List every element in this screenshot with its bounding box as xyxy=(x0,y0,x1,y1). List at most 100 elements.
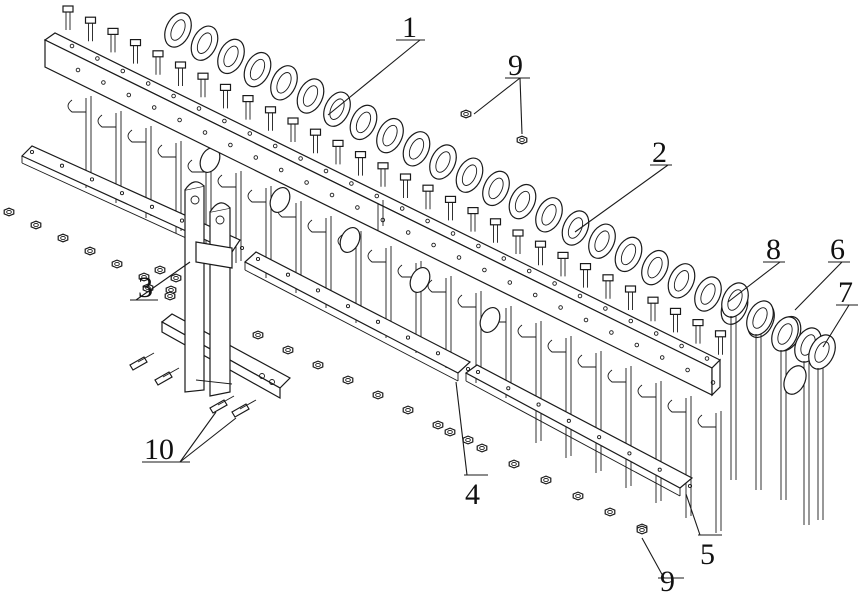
hole xyxy=(659,355,665,360)
hex-nut xyxy=(444,427,456,437)
nut-hole xyxy=(639,527,645,533)
hex-nut xyxy=(342,375,354,385)
part-labels: 1 2 3 4 5 6 7 8 9 9 10 xyxy=(138,11,853,594)
hole xyxy=(687,483,693,489)
hole xyxy=(247,131,253,136)
hole xyxy=(507,280,513,285)
label-5: 5 xyxy=(700,538,715,571)
label-6: 6 xyxy=(830,233,845,266)
coil-inner xyxy=(567,217,584,239)
nut-hole xyxy=(447,429,453,435)
hole xyxy=(380,217,386,223)
hex-nut xyxy=(460,109,472,119)
hole xyxy=(431,242,436,248)
hole xyxy=(450,231,456,236)
hole xyxy=(298,156,303,161)
coil-inner xyxy=(673,270,690,292)
tine-hook xyxy=(367,249,386,263)
hex-nut xyxy=(402,405,414,415)
hex-nut xyxy=(282,345,294,355)
hole xyxy=(304,180,309,185)
hex-nut xyxy=(508,459,520,469)
hole xyxy=(704,356,710,361)
tine-hook xyxy=(637,384,656,398)
hole xyxy=(435,351,441,356)
nut-hole xyxy=(285,347,291,353)
hole xyxy=(177,117,182,123)
hole xyxy=(69,43,75,49)
tine-hook xyxy=(517,324,536,338)
nut-hole xyxy=(543,477,549,483)
hole xyxy=(345,304,351,309)
hex-nut xyxy=(57,233,69,243)
tine-coils-back-row xyxy=(164,12,836,525)
bolt-head xyxy=(557,251,569,259)
hole xyxy=(628,318,634,324)
hole xyxy=(228,142,233,148)
coil-inner xyxy=(647,256,663,279)
coil-loop xyxy=(783,365,807,395)
hex-nut xyxy=(432,420,444,430)
hole xyxy=(278,167,284,173)
hole xyxy=(577,293,583,299)
hole xyxy=(179,218,185,223)
hitch-bolt-shank xyxy=(217,395,235,406)
hole xyxy=(685,367,690,373)
hole xyxy=(475,369,481,375)
nut-hole xyxy=(157,267,163,273)
hole xyxy=(145,81,151,86)
coil-inner xyxy=(223,45,239,68)
bolt-head xyxy=(647,296,659,304)
label-2: 2 xyxy=(652,136,667,169)
hex-nut xyxy=(111,259,123,269)
hex-nut xyxy=(516,135,528,145)
hex-nut xyxy=(462,435,474,445)
hole xyxy=(405,335,411,340)
coil-inner xyxy=(594,230,610,252)
label-3: 3 xyxy=(138,271,153,304)
hitch-bolt-head xyxy=(154,371,173,386)
bolt-head xyxy=(489,218,502,226)
bolt-head xyxy=(602,274,614,282)
hole xyxy=(532,292,538,298)
tine-hook xyxy=(697,414,716,428)
nut-hole xyxy=(375,392,381,398)
hex-nut xyxy=(30,220,42,230)
hole xyxy=(566,418,571,423)
coil-inner xyxy=(382,124,398,147)
hole xyxy=(126,92,132,98)
coil-loop xyxy=(339,227,361,253)
hole xyxy=(202,130,208,135)
hole xyxy=(465,366,471,372)
hitch-bolt-head xyxy=(209,399,228,414)
hole xyxy=(583,317,589,323)
bolt-head xyxy=(624,285,637,293)
hole xyxy=(349,181,354,186)
hex-nut xyxy=(540,475,552,485)
bolt-head xyxy=(174,61,187,69)
hole xyxy=(526,268,532,274)
coil-inner xyxy=(435,151,451,173)
bolt-head xyxy=(107,27,119,35)
hex-nut xyxy=(604,507,616,517)
coil-inner xyxy=(355,111,372,134)
nut-hole xyxy=(519,137,525,143)
hole xyxy=(482,267,487,273)
hex-nut xyxy=(154,265,166,275)
tine-hook xyxy=(607,369,626,383)
bolt-head xyxy=(197,72,209,80)
hole xyxy=(627,451,632,456)
bolt-head xyxy=(84,16,97,24)
coil-loop xyxy=(269,187,291,213)
bolt-head xyxy=(377,162,389,170)
nut-hole xyxy=(173,275,179,281)
hitch-bolt-head xyxy=(129,356,148,371)
hole xyxy=(710,380,716,385)
bolt-head xyxy=(669,307,682,315)
hole xyxy=(89,177,95,182)
nut-hole xyxy=(465,437,471,443)
bolt-head xyxy=(354,151,367,159)
bolt-head xyxy=(332,139,344,147)
hole xyxy=(95,56,100,61)
